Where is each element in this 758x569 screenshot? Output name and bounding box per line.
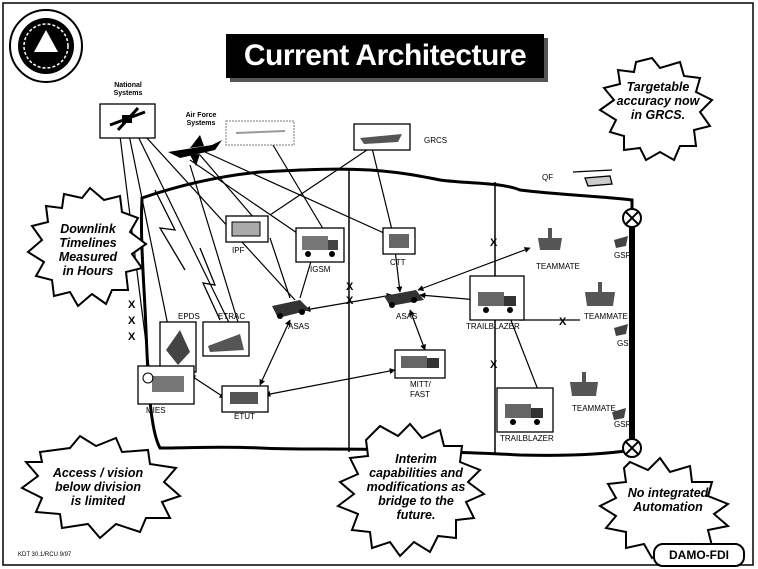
igsm-truck-icon [295, 227, 345, 263]
label-mitt: MITT/ [410, 380, 431, 389]
grcs-aircraft-icon [353, 123, 411, 151]
callout-downlink-line-3: Measured [58, 250, 118, 264]
callout-interim-line-4: bridge to the [378, 494, 454, 508]
burst-access [20, 434, 182, 540]
callout-targetable-line-2: accuracy now [616, 94, 700, 108]
label-qf: QF [542, 173, 554, 182]
callout-downlink-line-1: Downlink [60, 222, 116, 236]
x-mark-3: X [128, 331, 136, 343]
footer-code: KDT 30.1/RCU 9/97 [18, 552, 72, 558]
x-mark-6: X [490, 237, 498, 249]
label-epds: EPDS [178, 312, 200, 321]
callout-interim-line-3: modifications as [366, 480, 466, 494]
callout-access: Access / vision below division is limite… [36, 466, 160, 508]
gsr-3-icon [612, 408, 626, 420]
label-gsr-1: GSR [614, 251, 632, 260]
label-teammate-1: TEAMMATE [536, 262, 580, 271]
x-mark-8: X [490, 359, 498, 371]
callout-targetable: Targetable accuracy now in GRCS. [608, 80, 708, 122]
callout-access-line-2: below division [54, 480, 142, 494]
callout-targetable-line-1: Targetable [626, 80, 690, 94]
link-lines [117, 119, 580, 399]
callout-interim-line-1: Interim [395, 452, 437, 466]
qf-helicopter-icon [572, 169, 613, 187]
gsr-2-icon [614, 324, 628, 336]
label-grcs: GRCS [424, 136, 448, 145]
label-igsm: IGSM [310, 265, 331, 274]
label-asas-left: ASAS [288, 322, 310, 331]
army-seal-logo [9, 9, 83, 83]
burst-interim [335, 422, 486, 558]
teammate-1-icon [538, 228, 562, 250]
etrac-icon [202, 321, 250, 357]
label-asas-center: ASAS [396, 312, 418, 321]
x-mark-4: X [346, 281, 354, 293]
ipf-icon [225, 215, 269, 243]
label-gsr-2: GSR [617, 339, 635, 348]
x-mark-1: X [128, 299, 136, 311]
burst-downlink [26, 186, 148, 308]
callout-no-integrated-line-1: No integrated [627, 486, 709, 500]
x-mark-2: X [128, 315, 136, 327]
trailblazer-upper-icon [469, 275, 525, 321]
gsr-1-icon [614, 236, 628, 248]
teammate-3-icon [570, 372, 598, 396]
label-gsr-3: GSR [614, 420, 632, 429]
battlefield-boundary [139, 167, 634, 457]
etut-icon [221, 385, 269, 413]
callout-no-integrated: No integrated Automation [618, 486, 718, 514]
x-mark-5: X [346, 295, 354, 307]
asas-center-icon [384, 290, 424, 308]
label-ctt: CTT [390, 258, 406, 267]
lightning-2 [199, 247, 221, 321]
teammate-2-icon [585, 282, 615, 306]
mies-icon [137, 365, 195, 405]
burst-targetable [598, 56, 714, 162]
label-teammate-3: TEAMMATE [572, 404, 616, 413]
callout-downlink-line-4: in Hours [62, 264, 114, 278]
air-force-aircraft-icon [168, 135, 222, 166]
label-national-systems: National Systems [113, 82, 143, 97]
label-ipf: IPF [232, 246, 245, 255]
callout-access-line-1: Access / vision [52, 466, 144, 480]
callout-downlink: Downlink Timelines Measured in Hours [38, 222, 138, 278]
callout-downlink-line-2: Timelines [59, 236, 117, 250]
callout-interim: Interim capabilities and modifications a… [356, 452, 476, 522]
callout-interim-line-2: capabilities and [369, 466, 463, 480]
callout-interim-line-5: future. [396, 508, 436, 522]
label-teammate-2: TEAMMATE [584, 312, 628, 321]
boundary-marker-top [622, 208, 642, 228]
trailblazer-lower-icon [496, 387, 554, 433]
label-fast: FAST [410, 390, 431, 399]
label-trailblazer-lower: TRAILBLAZER [500, 434, 554, 443]
callout-no-integrated-line-2: Automation [633, 500, 703, 514]
ctt-icon [382, 227, 416, 255]
x-mark-7: X [559, 316, 567, 328]
air-force-system-box-icon [225, 120, 295, 146]
asas-left-icon [272, 300, 310, 319]
label-mies: MIES [146, 406, 166, 415]
label-trailblazer-upper: TRAILBLAZER [466, 322, 520, 331]
label-etrac: ETRAC [218, 312, 246, 321]
callout-targetable-line-3: in GRCS. [630, 108, 686, 122]
damo-fdi-badge: DAMO-FDI [653, 543, 745, 567]
label-etut: ETUT [234, 412, 255, 421]
mitt-fast-icon [394, 349, 446, 379]
page-title: Current Architecture [226, 34, 544, 78]
lightning-1 [154, 189, 186, 271]
boundary-marker-bottom [622, 438, 642, 458]
callout-access-line-3: is limited [70, 494, 126, 508]
label-air-force-systems: Air Force Systems [185, 112, 217, 127]
epds-icon [159, 321, 197, 373]
national-systems-satellite-icon [99, 103, 156, 139]
